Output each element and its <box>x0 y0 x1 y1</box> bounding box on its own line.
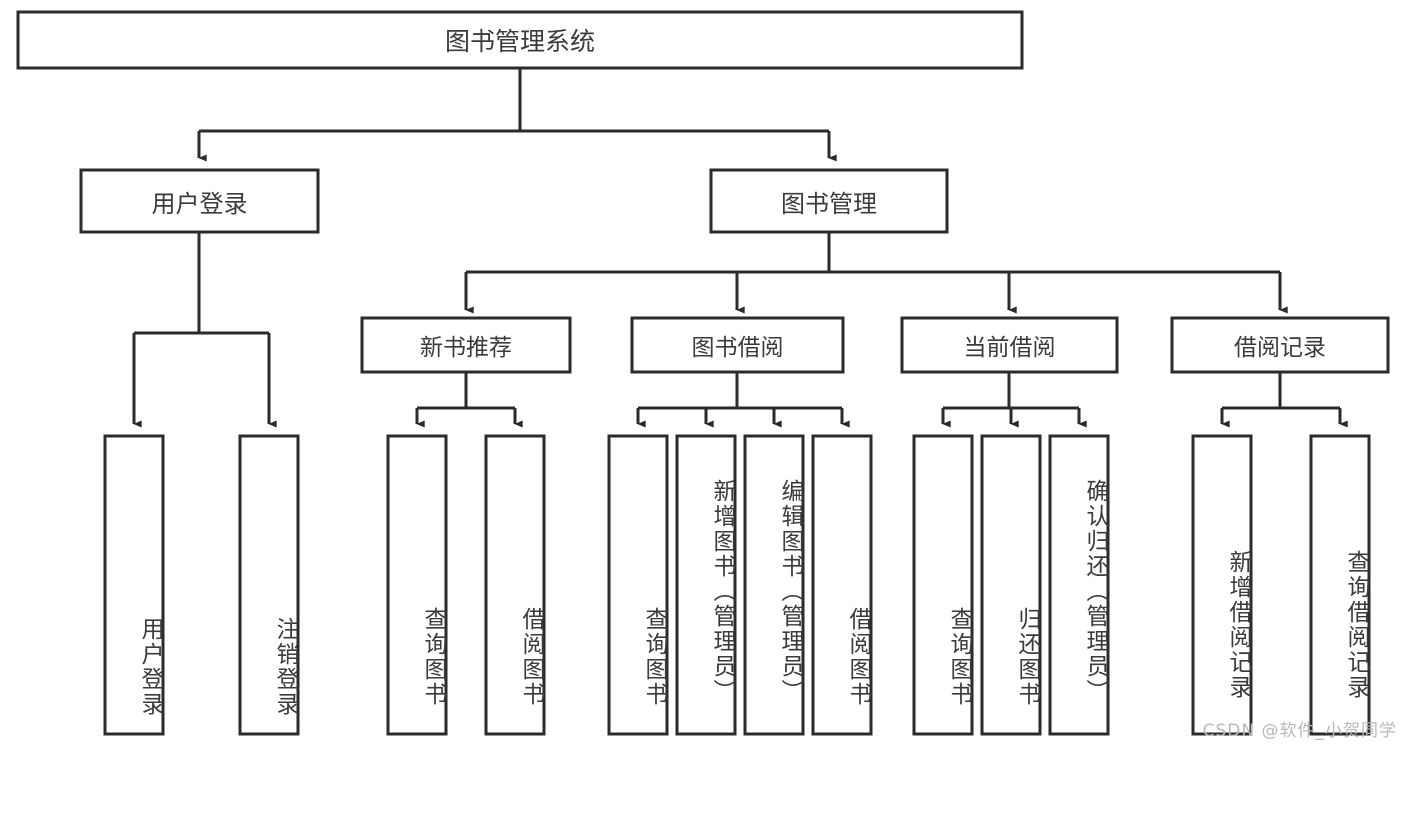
watermark-label: CSDN @软件_小贺同学 <box>1202 721 1397 741</box>
leaf-box-user-login-2[interactable] <box>238 434 300 736</box>
leaf-box-current-borrow-2[interactable] <box>980 434 1042 736</box>
leaf-box-book-borrow-4[interactable] <box>811 434 873 736</box>
leaf-box-current-borrow-3[interactable] <box>1048 434 1110 736</box>
leaf-box-book-borrow-1[interactable] <box>607 434 669 736</box>
leaf-box-borrow-record-2[interactable] <box>1309 434 1371 736</box>
node-box-book-management[interactable] <box>709 168 949 234</box>
node-box-book-borrow[interactable] <box>630 316 845 374</box>
connector-group <box>132 68 1348 428</box>
leaf-box-book-borrow-2[interactable] <box>675 434 737 736</box>
leaf-box-book-borrow-3[interactable] <box>743 434 805 736</box>
node-box-borrow-record[interactable] <box>1170 316 1390 374</box>
node-box-current-borrow[interactable] <box>900 316 1119 374</box>
leaf-box-current-borrow-1[interactable] <box>912 434 974 736</box>
hierarchy-diagram-svg <box>16 10 1390 736</box>
node-box-new-book-recommend[interactable] <box>360 316 572 374</box>
node-box-user-login[interactable] <box>79 168 320 234</box>
node-box-group <box>16 10 1390 736</box>
leaf-box-new-book-1[interactable] <box>386 434 448 736</box>
leaf-box-user-login-1[interactable] <box>103 434 165 736</box>
leaf-box-new-book-2[interactable] <box>484 434 546 736</box>
node-box-root[interactable] <box>16 10 1024 70</box>
leaf-box-borrow-record-1[interactable] <box>1191 434 1253 736</box>
diagram-canvas: 图书管理系统 用户登录 图书管理 新书推荐 图书借阅 当前借阅 借阅记录 用户登… <box>16 10 1397 741</box>
